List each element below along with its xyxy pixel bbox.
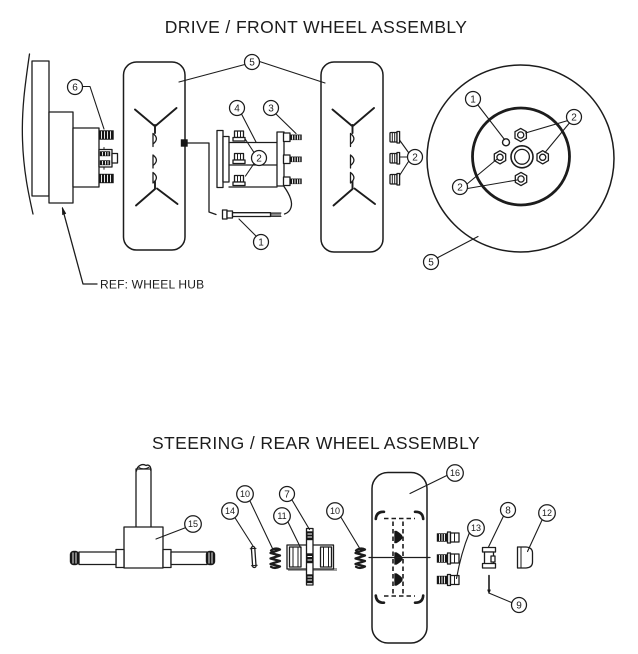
callout-number: 6 [72,83,78,94]
wheel-disc [426,64,615,253]
callout-balloon-10: 10 [236,485,254,503]
callout-number: 2 [571,113,577,124]
callout-number: 10 [330,506,340,516]
callout-balloon-1: 1 [252,233,270,251]
callout-number: 12 [542,508,552,518]
axle-spacer [481,546,497,569]
callout-number: 13 [471,523,481,533]
callout-balloon-1: 1 [464,90,482,108]
callout-number: 1 [470,95,476,106]
callout-balloon-2: 2 [250,149,268,167]
cotter-pin [487,574,491,595]
callout-balloon-15: 15 [184,515,202,533]
axle-cap [516,546,534,569]
wheel-bolt [436,552,460,565]
callout-number: 5 [428,258,434,269]
lug-nut-side [389,130,401,144]
callout-balloon-6: 6 [66,78,84,96]
wheel-stud [282,132,303,143]
callout-balloon-10: 10 [326,502,344,520]
wheel-bolts [436,531,460,587]
axle-bolt [221,209,282,220]
callout-balloon-7: 7 [278,485,296,503]
axle-bolt-hole [501,138,511,147]
motor-wheel-hub [21,53,119,215]
flange-nut [232,152,246,165]
callout-number: 8 [505,506,511,517]
callout-number: 1 [258,238,264,249]
callout-number: 16 [450,468,460,478]
hub-stud-top [98,130,114,140]
callout-balloon-2: 2 [565,108,583,126]
callout-number: 2 [412,153,418,164]
callout-number: 15 [188,519,198,529]
ref-wheel-hub-label: REF: WHEEL HUB [100,278,204,292]
wheel-bolt [436,573,460,587]
wheel-bolt [436,531,460,544]
lug-nut-side [389,172,401,186]
callout-balloon-9: 9 [510,596,528,614]
callout-number: 2 [457,183,463,194]
callout-balloon-14: 14 [221,502,239,520]
callout-balloon-11: 11 [273,507,291,525]
lug-nut-side [389,151,401,165]
front-leader-lines [81,60,570,259]
hub-stud-bottom [98,173,114,184]
callout-balloon-5: 5 [243,53,261,71]
callout-balloon-2: 2 [406,148,424,166]
axle-pin [249,545,258,569]
wheel-hub-studs [276,131,303,215]
callout-number: 4 [234,104,240,115]
hub-adapter-bracket [216,129,278,189]
axle-pass-through [180,139,217,216]
callout-number: 5 [249,58,255,69]
front-assembly: DRIVE / FRONT WHEEL ASSEMBLY REF: WHEEL … [21,17,615,292]
front-left-tire [122,61,186,251]
lug-nut [493,150,507,165]
callout-balloon-2: 2 [451,178,469,196]
callout-balloon-13: 13 [467,519,485,537]
callout-number: 3 [268,104,274,115]
callout-number: 7 [284,490,290,501]
flange-nut [232,130,246,142]
rear-tire [368,471,431,644]
lug-nut [514,171,528,187]
steering-axle [69,464,216,569]
coil-spring-right [354,547,367,570]
lug-nut [514,127,528,143]
callout-number: 11 [277,511,286,521]
callout-balloon-16: 16 [446,464,464,482]
bearing-shaft [305,527,314,586]
callout-balloon-8: 8 [499,501,517,519]
callout-balloon-3: 3 [262,99,280,117]
callout-number: 9 [516,601,522,612]
wheel-stud [282,176,303,187]
callout-balloon-12: 12 [538,504,556,522]
callout-balloon-4: 4 [228,99,246,117]
flange-nut [232,174,246,187]
ref-wheel-hub: REF: WHEEL HUB [61,206,204,292]
rear-wheel-hub [286,527,337,586]
axle-shaft-key [98,147,119,170]
front-right-tire [320,61,384,253]
rear-leader-lines [155,474,544,604]
wheel-stud [282,154,303,165]
callout-number: 14 [225,506,235,516]
callout-balloon-5: 5 [422,253,440,271]
callout-number: 10 [240,489,250,499]
rear-assembly: STEERING / REAR WHEEL ASSEMBLY [69,433,556,644]
front-title: DRIVE / FRONT WHEEL ASSEMBLY [165,17,468,37]
rear-title: STEERING / REAR WHEEL ASSEMBLY [152,433,480,453]
lug-nut [536,150,550,165]
coil-spring-left [269,547,282,570]
callout-number: 2 [256,154,262,165]
lug-nuts-side [389,130,401,186]
